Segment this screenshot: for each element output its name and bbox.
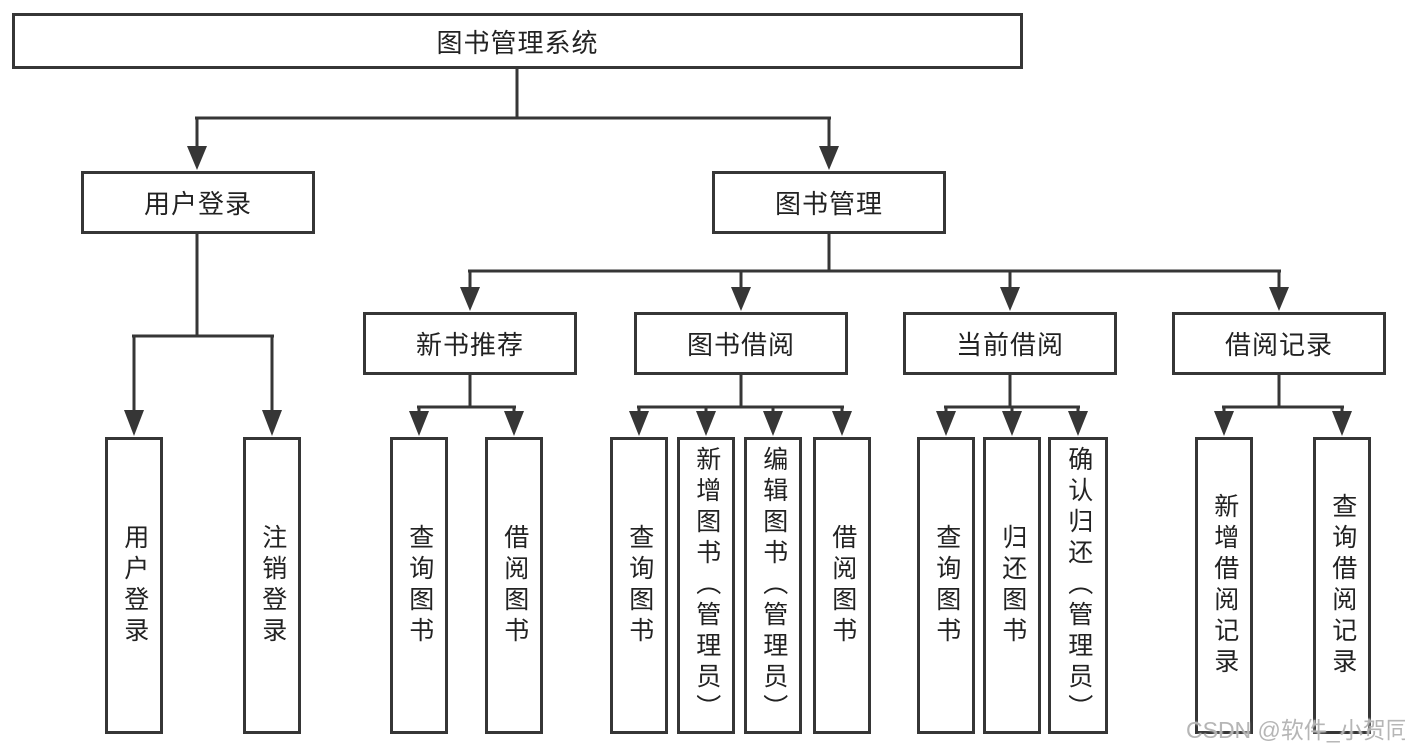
connector-root-to-level2 [195,68,831,147]
node-book-borrow: 图书借阅 [634,312,848,375]
arrowhead [763,411,783,436]
leaf-label: 查询图书 [405,523,434,648]
leaf-edit-books-admin: 编辑图书（管理员） [744,437,802,734]
arrowhead [124,410,144,436]
leaf-label: 查询图书 [932,523,961,648]
arrowhead [504,411,524,436]
leaf-label: 用户登录 [120,523,149,648]
connector-record-to-leaves [1222,374,1344,412]
arrowhead [460,287,480,311]
arrowhead [187,146,207,170]
connector-mgmt-to-level3 [468,233,1281,288]
node-borrow-record: 借阅记录 [1172,312,1386,375]
connector-newbook-to-leaves [417,374,516,412]
leaf-label: 查询图书 [625,523,654,648]
leaf-return-books: 归还图书 [983,437,1041,734]
leaf-label: 查询借阅记录 [1328,492,1357,679]
leaf-query-books: 查询图书 [610,437,668,734]
node-user-login: 用户登录 [81,171,315,234]
csdn-watermark: CSDN @软件_小贺同学 [1186,717,1405,743]
leaf-label: 确认归还（管理员） [1064,446,1093,725]
arrowhead [1214,411,1234,436]
leaf-query-books: 查询图书 [390,437,448,734]
node-label: 图书管理系统 [436,27,599,58]
connector-current-to-leaves [944,374,1080,412]
node-label: 借阅记录 [1224,330,1333,360]
leaf-label: 新增借阅记录 [1210,492,1239,679]
leaf-add-books-admin: 新增图书（管理员） [677,437,735,734]
arrowhead [1068,411,1088,436]
arrowhead [696,411,716,436]
arrowhead [1002,411,1022,436]
leaf-label: 归还图书 [998,523,1027,648]
leaf-label: 编辑图书（管理员） [759,446,788,725]
arrowhead [629,411,649,436]
connector-borrow-to-leaves [637,374,844,412]
arrowhead [731,287,751,311]
node-root-system: 图书管理系统 [12,13,1023,69]
arrowhead [819,146,839,170]
leaf-user-login: 用户登录 [105,437,163,734]
node-label: 新书推荐 [415,330,524,360]
connector-login-to-leaves [132,233,274,411]
leaf-label: 借阅图书 [500,523,529,648]
arrowheads [124,146,1352,436]
leaf-logout: 注销登录 [243,437,301,734]
leaf-label: 借阅图书 [828,523,857,648]
leaf-borrow-books: 借阅图书 [485,437,543,734]
arrowhead [832,411,852,436]
node-new-book-recommend: 新书推荐 [363,312,577,375]
leaf-query-books: 查询图书 [917,437,975,734]
arrowhead [1269,287,1289,311]
leaf-query-borrow-record: 查询借阅记录 [1313,437,1371,734]
arrowhead [936,411,956,436]
arrowhead [1000,287,1020,311]
arrowhead [262,410,282,436]
leaf-confirm-return-admin: 确认归还（管理员） [1048,437,1108,734]
arrowhead [409,411,429,436]
leaf-label: 注销登录 [258,523,287,648]
node-current-borrow: 当前借阅 [903,312,1117,375]
node-label: 用户登录 [143,189,252,219]
leaf-add-borrow-record: 新增借阅记录 [1195,437,1253,734]
leaf-borrow-books: 借阅图书 [813,437,871,734]
node-label: 图书借阅 [686,330,795,360]
node-label: 图书管理 [774,189,883,219]
node-label: 当前借阅 [955,330,1064,360]
arrowhead [1332,411,1352,436]
node-book-management: 图书管理 [712,171,946,234]
leaf-label: 新增图书（管理员） [692,446,721,725]
